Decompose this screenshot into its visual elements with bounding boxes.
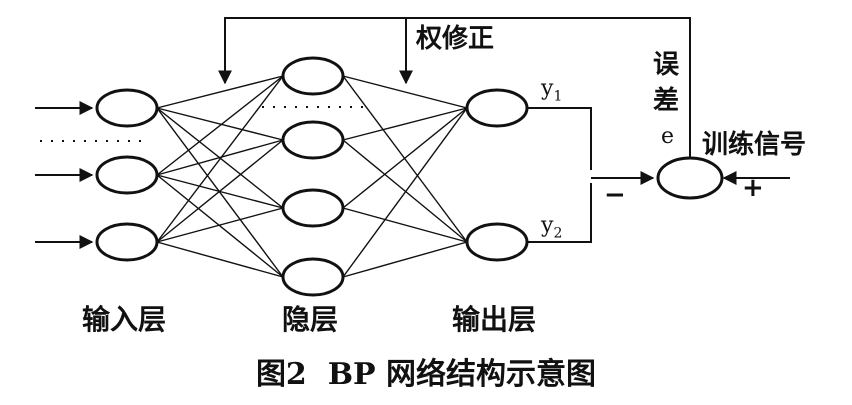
error-symbol: e [661,124,675,149]
input-layer-label: 输入层 [82,303,167,336]
plus-sign: + [742,173,764,203]
hidden-layer-label: 隐层 [282,303,339,336]
edge-input-1-hidden-1 [156,75,284,109]
figure-caption: 图2 BP 网络结构示意图 [255,357,597,392]
hidden-node-4 [281,257,345,297]
edge-input-3-hidden-4 [156,241,284,278]
feedback-path [218,17,691,158]
input-node-2 [95,155,159,195]
output-label-y2-sub: 2 [553,225,563,242]
summing-junction-node [656,156,724,200]
training-signal-label: 训练信号 [702,130,807,160]
output-node-1 [465,88,529,128]
edge-input-1-hidden-4 [156,107,284,278]
edge-hidden-3-output-2 [342,207,468,243]
output-layer-label: 输出层 [452,303,537,336]
edge-hidden-4-output-1 [342,107,468,278]
input-node-1 [95,88,159,128]
edge-hidden-1-output-2 [342,75,468,243]
error-label-char-2: 差 [653,86,680,116]
output-label-y2-base: y [541,213,554,238]
output-label-y2: y2 [541,213,563,242]
input-arrows [35,101,94,249]
edge-hidden-2-output-1 [342,107,468,141]
hidden-node-2 [281,120,345,160]
output-label-y1: y1 [541,76,563,105]
edge-input-3-hidden-3 [156,207,284,243]
edge-hidden-4-output-2 [342,241,468,278]
hidden-node-1 [281,56,345,96]
connection-lines [156,75,468,278]
neuron-nodes [95,56,724,297]
edge-input-3-hidden-1 [156,75,284,243]
output-label-y1-base: y [541,76,554,101]
minus-sign: − [604,180,626,210]
output-node-2 [465,222,529,262]
edge-input-3-hidden-2 [156,139,284,243]
weight-correction-label: 权修正 [416,24,495,54]
edge-input-2-hidden-1 [156,75,284,176]
output-label-y1-sub: 1 [553,88,563,105]
output-connectors [527,107,790,243]
edge-hidden-2-output-2 [342,139,468,243]
edge-input-1-hidden-2 [156,107,284,141]
input-node-3 [95,222,159,262]
edge-input-2-hidden-4 [156,174,284,278]
edge-input-2-hidden-2 [156,139,284,176]
error-label-char-1: 误 [653,50,680,80]
edge-hidden-1-output-1 [342,75,468,109]
hidden-node-3 [281,188,345,228]
edge-hidden-3-output-1 [342,107,468,209]
